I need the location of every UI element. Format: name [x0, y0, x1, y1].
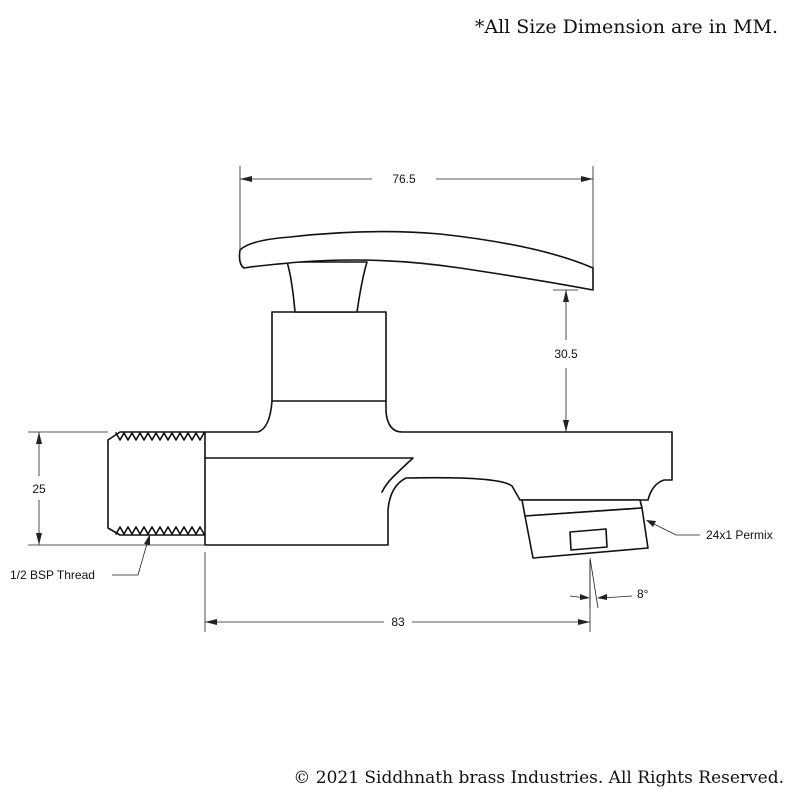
copyright-text: © 2021 Siddhnath brass Industries. All R…	[293, 768, 784, 788]
aerator-label: 24x1 Permix	[706, 528, 773, 542]
dim-handle-width: 76.5	[239, 166, 594, 268]
callout-aerator: 24x1 Permix	[646, 520, 773, 542]
lever-handle	[238, 230, 594, 291]
dim-label-76: 76.5	[392, 172, 416, 186]
dim-label-30: 30.5	[554, 347, 578, 361]
threaded-inlet	[107, 431, 205, 536]
units-note: *All Size Dimension are in MM.	[474, 16, 778, 38]
tap-body	[204, 230, 673, 546]
aerator	[521, 499, 649, 559]
callout-thread: 1/2 BSP Thread	[10, 534, 150, 582]
dim-label-83: 83	[391, 615, 405, 629]
lever-neck	[286, 261, 368, 313]
inner-channel	[204, 457, 414, 493]
dim-body-length: 83	[204, 552, 591, 632]
dim-inlet-height: 25	[28, 431, 205, 546]
thread-teeth-top	[115, 432, 205, 441]
dim-label-25: 25	[32, 482, 46, 496]
thread-teeth-bottom	[115, 526, 205, 535]
dim-handle-height: 30.5	[553, 289, 578, 432]
dim-label-angle: 8°	[637, 587, 649, 601]
thread-label: 1/2 BSP Thread	[10, 568, 95, 582]
dim-spout-angle: 8°	[569, 557, 649, 609]
